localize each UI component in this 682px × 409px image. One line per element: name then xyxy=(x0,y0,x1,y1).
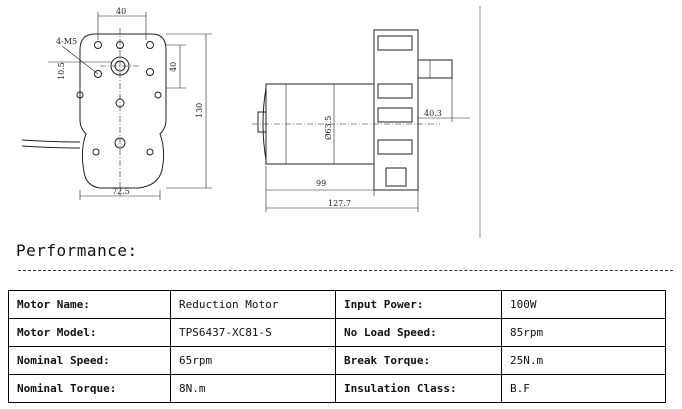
spec-value: 100W xyxy=(501,290,666,319)
spec-value: Reduction Motor xyxy=(170,290,336,319)
dashed-divider xyxy=(18,270,673,271)
table-row: Nominal Torque: 8N.m Insulation Class: B… xyxy=(8,374,666,403)
dim-hole-label: 4-M5 xyxy=(56,37,77,46)
spec-label: Input Power: xyxy=(335,290,502,319)
spec-label: Insulation Class: xyxy=(335,374,502,403)
spec-label: Motor Name: xyxy=(8,290,171,319)
dim-top-width: 40 xyxy=(116,7,126,16)
table-row: Motor Name: Reduction Motor Input Power:… xyxy=(8,290,666,319)
dim-total-length: 127.7 xyxy=(328,199,351,208)
table-row: Motor Model: TPS6437-XC81-S No Load Spee… xyxy=(8,318,666,347)
spec-label: Nominal Torque: xyxy=(8,374,171,403)
dim-offset: 10.5 xyxy=(57,62,66,80)
dim-diameter: Ø63.5 xyxy=(324,116,333,140)
spec-value: 25N.m xyxy=(501,346,666,375)
spec-label: Motor Model: xyxy=(8,318,171,347)
performance-table: Motor Name: Reduction Motor Input Power:… xyxy=(8,290,666,403)
dim-body-length: 99 xyxy=(316,179,326,188)
technical-drawing: 40 4-M5 10.5 40 130 72.5 Ø63.5 40.3 99 1… xyxy=(21,6,481,238)
table-row: Nominal Speed: 65rpm Break Torque: 25N.m xyxy=(8,346,666,375)
spec-value: 8N.m xyxy=(170,374,336,403)
dim-base-width: 72.5 xyxy=(112,187,130,196)
side-view xyxy=(252,29,470,212)
spec-label: Nominal Speed: xyxy=(8,346,171,375)
front-view xyxy=(21,12,212,200)
spec-value: TPS6437-XC81-S xyxy=(170,318,336,347)
spec-value: 65rpm xyxy=(170,346,336,375)
spec-label: Break Torque: xyxy=(335,346,502,375)
dim-total-height: 130 xyxy=(195,103,204,118)
performance-title: Performance: xyxy=(16,241,138,260)
dim-side-height: 40 xyxy=(169,62,178,72)
dim-shaft: 40.3 xyxy=(424,109,442,118)
spec-label: No Load Speed: xyxy=(335,318,502,347)
spec-value: 85rpm xyxy=(501,318,666,347)
spec-value: B.F xyxy=(501,374,666,403)
